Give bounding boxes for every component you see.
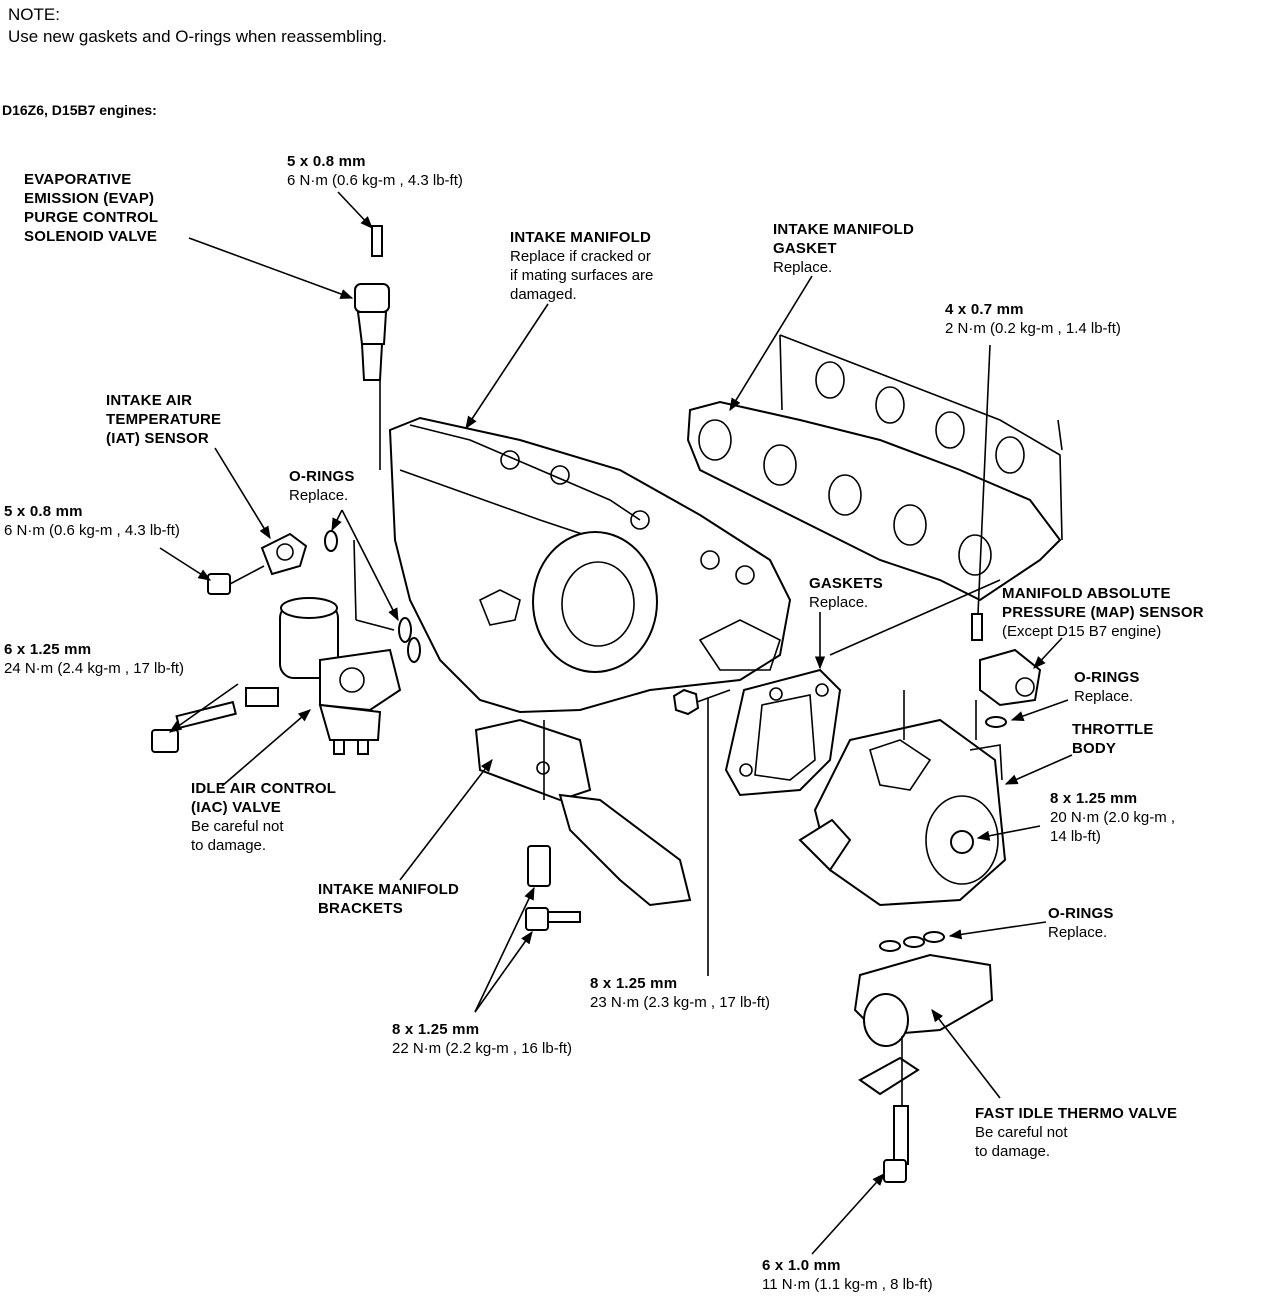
evap-bolt-torque: 6 N·m (0.6 kg-m , 4.3 lb-ft)	[287, 172, 463, 189]
nut-spec-23-size: 8 x 1.25 mm	[590, 975, 678, 992]
fast-idle-bolt-spec: 6 x 1.0 mm 11 N·m (1.1 kg-m , 8 lb-ft)	[762, 1256, 933, 1294]
manifold-gasket-line2: GASKET	[773, 240, 837, 257]
note-text: Use new gaskets and O-rings when reassem…	[8, 27, 387, 46]
nut-spec-23-torque: 23 N·m (2.3 kg-m , 17 lb-ft)	[590, 994, 771, 1011]
map-label-line3: (Except D15 B7 engine)	[1002, 623, 1162, 640]
engine-applicability: D16Z6, D15B7 engines:	[2, 102, 157, 118]
throttle-bolt-torque1: 20 N·m (2.0 kg-m ,	[1050, 809, 1176, 826]
bracket-bolt-torque: 22 N·m (2.2 kg-m , 16 lb-ft)	[392, 1040, 573, 1057]
manifold-gasket-label: INTAKE MANIFOLD GASKET Replace.	[773, 220, 914, 277]
map-bolt-size: 4 x 0.7 mm	[945, 301, 1024, 318]
throttle-body-label: THROTTLE BODY	[1072, 720, 1154, 758]
orings-1-replace: Replace.	[289, 487, 349, 504]
iac-label-line4: to damage.	[191, 837, 267, 854]
map-bolt-torque: 2 N·m (0.2 kg-m , 1.4 lb-ft)	[945, 320, 1121, 337]
throttle-label-line1: THROTTLE	[1072, 721, 1154, 738]
note: NOTE: Use new gaskets and O-rings when r…	[8, 4, 387, 48]
iat-label-line3: (IAT) SENSOR	[106, 430, 209, 447]
iat-bolt-torque: 6 N·m (0.6 kg-m , 4.3 lb-ft)	[4, 522, 180, 539]
throttle-bolt-spec: 8 x 1.25 mm 20 N·m (2.0 kg-m , 14 lb-ft)	[1050, 789, 1175, 846]
brackets-label-line2: BRACKETS	[318, 900, 403, 917]
map-label-line2: PRESSURE (MAP) SENSOR	[1002, 604, 1204, 621]
fast-idle-bolt-size: 6 x 1.0 mm	[762, 1257, 841, 1274]
iac-valve-label: IDLE AIR CONTROL (IAC) VALVE Be careful …	[191, 779, 336, 855]
iac-bolt-torque: 24 N·m (2.4 kg-m , 17 lb-ft)	[4, 660, 185, 677]
intake-manifold	[388, 416, 792, 714]
intake-manifold-note3: damaged.	[510, 286, 577, 303]
alignment-lines	[353, 419, 1063, 976]
intake-manifold-gasket	[686, 334, 1063, 602]
brackets-label: INTAKE MANIFOLD BRACKETS	[318, 880, 459, 918]
throttle-body	[798, 718, 1007, 907]
evap-valve-label: EVAPORATIVE EMISSION (EVAP) PURGE CONTRO…	[24, 170, 158, 246]
brackets-label-line1: INTAKE MANIFOLD	[318, 881, 460, 898]
orings-1-title: O-RINGS	[289, 468, 355, 485]
intake-manifold-note1: Replace if cracked or	[510, 248, 651, 265]
iat-sensor	[207, 532, 308, 595]
bracket-bolt-spec: 8 x 1.25 mm 22 N·m (2.2 kg-m , 16 lb-ft)	[392, 1020, 572, 1058]
fast-idle-label: FAST IDLE THERMO VALVE Be careful not to…	[975, 1104, 1177, 1161]
orings-label-1: O-RINGS Replace.	[289, 467, 355, 505]
map-bolt-spec: 4 x 0.7 mm 2 N·m (0.2 kg-m , 1.4 lb-ft)	[945, 300, 1121, 338]
fast-idle-bolt-torque: 11 N·m (1.1 kg-m , 8 lb-ft)	[762, 1276, 933, 1293]
evap-bolt-size: 5 x 0.8 mm	[287, 153, 366, 170]
iat-bolt-size: 5 x 0.8 mm	[4, 503, 83, 520]
intake-manifold-note2: if mating surfaces are	[510, 267, 654, 284]
evap-label-line4: SOLENOID VALVE	[24, 228, 158, 245]
intake-manifold-bracket	[474, 718, 692, 931]
evap-label-line2: EMISSION (EVAP)	[24, 190, 155, 207]
orings-label-2: O-RINGS Replace.	[1074, 668, 1140, 706]
orings-label-3: O-RINGS Replace.	[1048, 904, 1114, 942]
gaskets-title: GASKETS	[809, 575, 883, 592]
iat-bolt-spec: 5 x 0.8 mm 6 N·m (0.6 kg-m , 4.3 lb-ft)	[4, 502, 180, 540]
evap-solenoid-valve	[354, 225, 390, 470]
iac-bolt	[151, 700, 237, 753]
nut-spec-23: 8 x 1.25 mm 23 N·m (2.3 kg-m , 17 lb-ft)	[590, 974, 770, 1012]
gaskets-replace: Replace.	[809, 594, 869, 611]
map-sensor	[971, 344, 1042, 728]
fast-idle-note2: to damage.	[975, 1143, 1051, 1160]
fast-idle-thermo-valve	[853, 931, 994, 1183]
iat-label-line2: TEMPERATURE	[106, 411, 222, 428]
iac-valve	[245, 597, 402, 755]
evap-bolt-spec: 5 x 0.8 mm 6 N·m (0.6 kg-m , 4.3 lb-ft)	[287, 152, 463, 190]
orings-2-title: O-RINGS	[1074, 669, 1140, 686]
iac-bolt-spec: 6 x 1.25 mm 24 N·m (2.4 kg-m , 17 lb-ft)	[4, 640, 184, 678]
manifold-nut	[672, 688, 731, 716]
iac-label-line3: Be careful not	[191, 818, 284, 835]
iac-label-line1: IDLE AIR CONTROL	[191, 780, 337, 797]
fast-idle-title: FAST IDLE THERMO VALVE	[975, 1105, 1178, 1122]
orings-2-replace: Replace.	[1074, 688, 1134, 705]
throttle-label-line2: BODY	[1072, 740, 1117, 757]
fast-idle-note1: Be careful not	[975, 1124, 1068, 1141]
iat-sensor-label: INTAKE AIR TEMPERATURE (IAT) SENSOR	[106, 391, 221, 448]
throttle-bolt-size: 8 x 1.25 mm	[1050, 790, 1138, 807]
orings-3-title: O-RINGS	[1048, 905, 1114, 922]
map-sensor-label: MANIFOLD ABSOLUTE PRESSURE (MAP) SENSOR …	[1002, 584, 1204, 641]
iac-label-line2: (IAC) VALVE	[191, 799, 281, 816]
note-title: NOTE:	[8, 5, 60, 24]
manifold-gasket-line1: INTAKE MANIFOLD	[773, 221, 915, 238]
evap-label-line3: PURGE CONTROL	[24, 209, 159, 226]
map-label-line1: MANIFOLD ABSOLUTE	[1002, 585, 1171, 602]
gaskets-label: GASKETS Replace.	[809, 574, 883, 612]
iat-o-ring	[324, 530, 421, 663]
intake-manifold-title: INTAKE MANIFOLD	[510, 229, 652, 246]
intake-manifold-label: INTAKE MANIFOLD Replace if cracked or if…	[510, 228, 653, 304]
iat-label-line1: INTAKE AIR	[106, 392, 193, 409]
iac-bolt-size: 6 x 1.25 mm	[4, 641, 92, 658]
evap-label-line1: EVAPORATIVE	[24, 171, 132, 188]
leader-lines	[159, 191, 1073, 1255]
throttle-bolt-torque2: 14 lb-ft)	[1050, 828, 1101, 845]
throttle-body-gasket	[724, 668, 842, 797]
manifold-gasket-replace: Replace.	[773, 259, 833, 276]
orings-3-replace: Replace.	[1048, 924, 1108, 941]
bracket-bolt-size: 8 x 1.25 mm	[392, 1021, 480, 1038]
